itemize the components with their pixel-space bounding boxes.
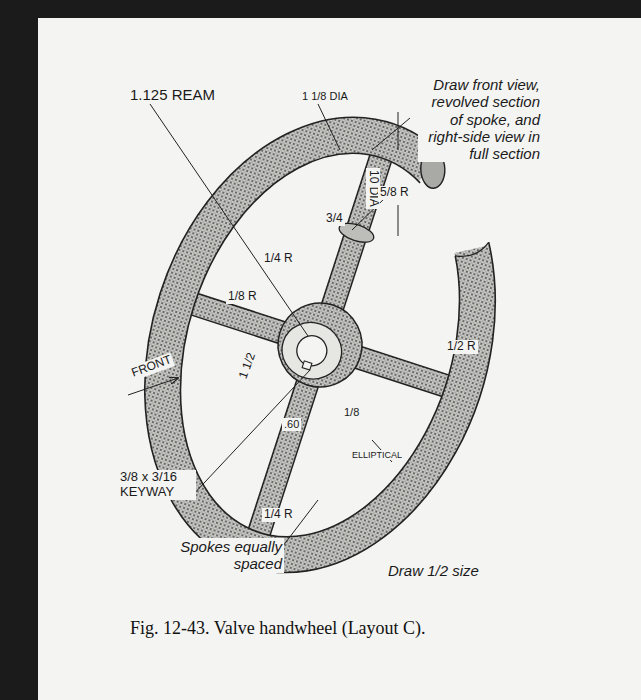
dimension-label: 3/8 x 3/16 KEYWAY [118, 470, 196, 500]
dimension-label: 1 1/2 [236, 349, 259, 383]
keyway [302, 361, 312, 370]
dimension-label: .60 [282, 418, 301, 431]
dimension-label: ELLIPTICAL [350, 450, 404, 460]
rim-end [455, 234, 488, 265]
dimension-label: 1 1/8 DIA [300, 90, 350, 103]
drawing-note: Draw front view, revolved section of spo… [418, 76, 542, 162]
hub [267, 292, 373, 398]
rim-outline [88, 71, 552, 618]
bore [293, 332, 331, 370]
dimension-label: 1/4 R [262, 252, 295, 266]
wheel [88, 71, 552, 618]
rim-outline [134, 117, 507, 573]
dimension-label: FRONT [128, 352, 175, 380]
dimension-label: 1/8 R [226, 290, 259, 304]
dimension-label: 1/4 R [262, 508, 295, 522]
dimension-label: 5/8 R [378, 186, 411, 200]
drawing-note: Draw 1/2 size [386, 562, 481, 579]
dimension-label: 1/2 R [445, 340, 478, 354]
dimension-label: 3/4 [324, 212, 345, 226]
figure-caption: Fig. 12-43. Valve handwheel (Layout C). [128, 618, 428, 639]
dimension-label: 1/8 [342, 406, 361, 419]
rim [111, 94, 529, 596]
drawing-note: Spokes equally spaced [168, 538, 284, 573]
dimension-label: 1.125 REAM [128, 86, 217, 103]
hub-boss [275, 315, 349, 387]
